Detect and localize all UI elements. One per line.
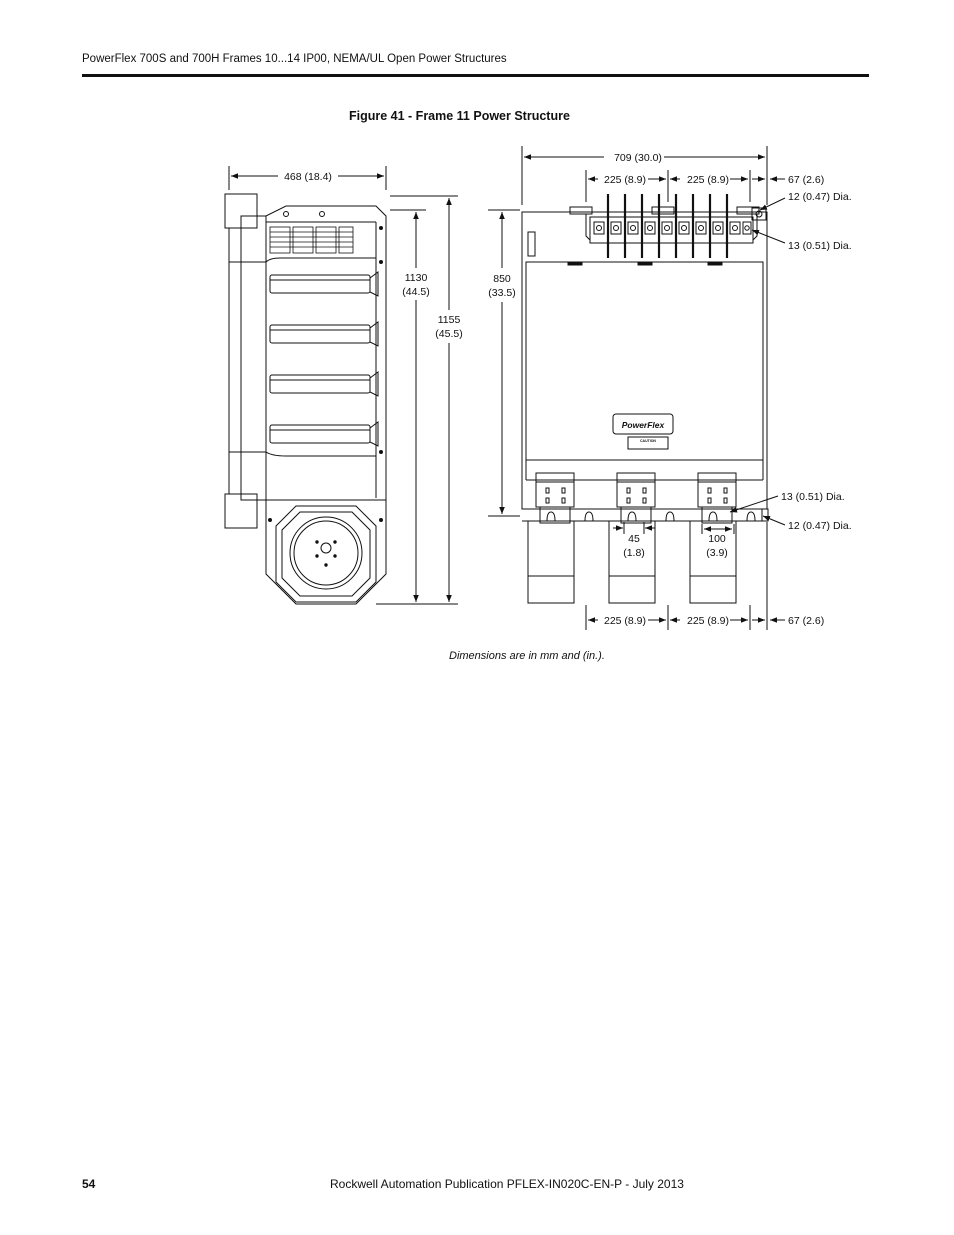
side-view xyxy=(224,166,458,605)
dim-top-dia-13: 13 (0.51) Dia. xyxy=(788,240,852,252)
terminal-block-2 xyxy=(616,472,656,524)
dim-1130-in: (44.5) xyxy=(402,286,429,298)
dim-bot-225-left: 225 (8.9) xyxy=(604,615,646,627)
frame-11-drawing: 468 (18.4) 1130 (44.5) 1155 (45.5) 850 (… xyxy=(224,146,852,630)
dim-width-total: 709 (30.0) xyxy=(614,152,662,164)
page-number: 54 xyxy=(82,1177,96,1191)
dim-bot-67: 67 (2.6) xyxy=(788,615,824,627)
figure-title: Figure 41 - Frame 11 Power Structure xyxy=(349,109,570,123)
dim-100-in: (3.9) xyxy=(706,547,728,559)
dim-850-mm: 850 xyxy=(493,273,511,285)
front-view xyxy=(488,146,786,630)
dim-45-mm: 45 xyxy=(628,533,640,545)
terminal-block-3 xyxy=(697,472,737,524)
dim-bot-dia-13: 13 (0.51) Dia. xyxy=(781,491,845,503)
publication-footer: Rockwell Automation Publication PFLEX-IN… xyxy=(330,1177,684,1191)
dim-top-67: 67 (2.6) xyxy=(788,174,824,186)
dim-1155-mm: 1155 xyxy=(438,314,461,326)
dim-bot-dia-12: 12 (0.47) Dia. xyxy=(788,520,852,532)
powerflex-logo: PowerFlex xyxy=(622,420,666,430)
dim-45-in: (1.8) xyxy=(623,547,645,559)
dim-bot-225-right: 225 (8.9) xyxy=(687,615,729,627)
header-rule xyxy=(82,74,869,77)
dim-width-side: 468 (18.4) xyxy=(284,171,332,183)
dim-1130-mm: 1130 xyxy=(405,272,428,284)
dim-850-in: (33.5) xyxy=(488,287,515,299)
running-header: PowerFlex 700S and 700H Frames 10...14 I… xyxy=(82,53,507,65)
top-terminals xyxy=(593,221,752,235)
caution-label: CAUTION xyxy=(640,439,656,443)
figure-caption: Dimensions are in mm and (in.). xyxy=(449,650,605,662)
dim-top-225-right: 225 (8.9) xyxy=(687,174,729,186)
dim-100-mm: 100 xyxy=(708,533,726,545)
bottom-holes xyxy=(546,511,756,522)
dim-1155-in: (45.5) xyxy=(435,328,462,340)
dim-top-225-left: 225 (8.9) xyxy=(604,174,646,186)
dim-top-dia-12: 12 (0.47) Dia. xyxy=(788,191,852,203)
terminal-block-1 xyxy=(535,472,575,524)
